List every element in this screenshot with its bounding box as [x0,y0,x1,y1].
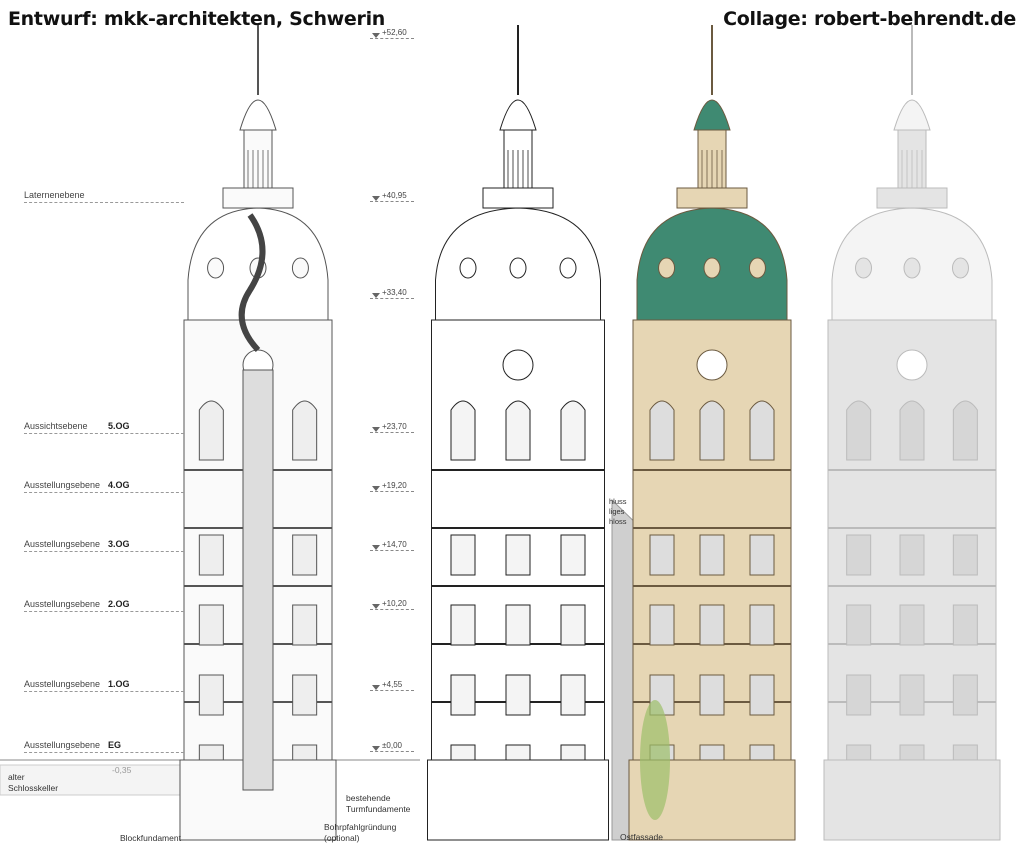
elevation-mark: +23,70 [370,422,414,433]
basement [0,764,181,796]
elevation-mark: +33,40 [370,288,414,299]
section-lantern-cap [239,99,277,131]
basement-level: -0,35 [112,765,132,775]
section-window [198,674,224,716]
elevation-mark: +40,95 [370,191,414,202]
model-drum [876,187,948,209]
model-dormer-window [903,257,921,279]
elevation-mark: +4,55 [370,680,414,691]
elevation-mark: ±0,00 [370,741,414,752]
elevation-window [560,674,586,716]
render-arched-window [649,400,675,461]
climbing-plant [640,700,670,820]
elevation-mark: +14,70 [370,540,414,551]
elevation-window [505,604,531,646]
section-window [292,534,318,576]
elevator-shaft [242,369,274,791]
render-arched-window [699,400,725,461]
pile-foundation-label: Bohrpfahlgründung(optional) [324,822,397,843]
model-window [899,604,925,646]
render-window [649,604,675,646]
model-arched-window [899,400,925,461]
model-window [952,604,978,646]
spiral-stair [238,213,266,353]
elevation-dormer-window [509,257,527,279]
render-dormer-window [703,257,721,279]
elevation-mark: +52,60 [370,28,414,39]
elevation-window [505,534,531,576]
section-dormer-window [207,257,225,279]
block-foundation-label: Blockfundament [120,833,181,843]
model-dormer-window [951,257,969,279]
elevation-window [450,534,476,576]
render-window [699,534,725,576]
render-window [749,534,775,576]
elevation-clock [502,349,534,381]
elevation-base [427,759,609,841]
section-dormer-window [291,257,309,279]
model-arched-window [952,400,978,461]
elevation-mark: +19,20 [370,481,414,492]
elevation-mark: +10,20 [370,599,414,610]
render-lantern-cap [693,99,731,131]
render-dormer-window [658,257,676,279]
section-arched-window [198,400,224,461]
elevation-drum [482,187,554,209]
render-dormer-window [748,257,766,279]
design-credit: Entwurf: mkk-architekten, Schwerin [8,8,386,30]
model-base [823,759,1001,841]
east-facade-label: Ostfassade [620,832,663,842]
model-window [846,674,872,716]
render-window [649,534,675,576]
section-window [198,534,224,576]
section-window [292,604,318,646]
render-window [699,674,725,716]
elevation-window [450,674,476,716]
render-window [749,674,775,716]
section-drum [222,187,294,209]
render-clock [696,349,728,381]
model-window [899,534,925,576]
model-dormer-window [855,257,873,279]
render-arched-window [749,400,775,461]
model-arched-window [846,400,872,461]
model-window [952,534,978,576]
level-label-laterne: Laternenebene [24,190,184,203]
elevation-dormer-window [559,257,577,279]
elevation-arched-window [560,400,586,461]
elevation-arched-window [505,400,531,461]
model-lantern-cap [893,99,931,131]
render-window [749,604,775,646]
section-window [198,604,224,646]
elevation-arched-window [450,400,476,461]
model-window [846,604,872,646]
elevation-window [560,604,586,646]
section-window [292,674,318,716]
render-drum [676,187,748,209]
elevation-lantern-cap [499,99,537,131]
model-window [846,534,872,576]
section-arched-window [292,400,318,461]
elevation-window [560,534,586,576]
elevation-window [505,674,531,716]
elevation-dormer-window [459,257,477,279]
elevation-window [450,604,476,646]
render-window [699,604,725,646]
model-clock [896,349,928,381]
model-window [952,674,978,716]
collage-credit: Collage: robert-behrendt.de [723,8,1016,30]
model-window [899,674,925,716]
